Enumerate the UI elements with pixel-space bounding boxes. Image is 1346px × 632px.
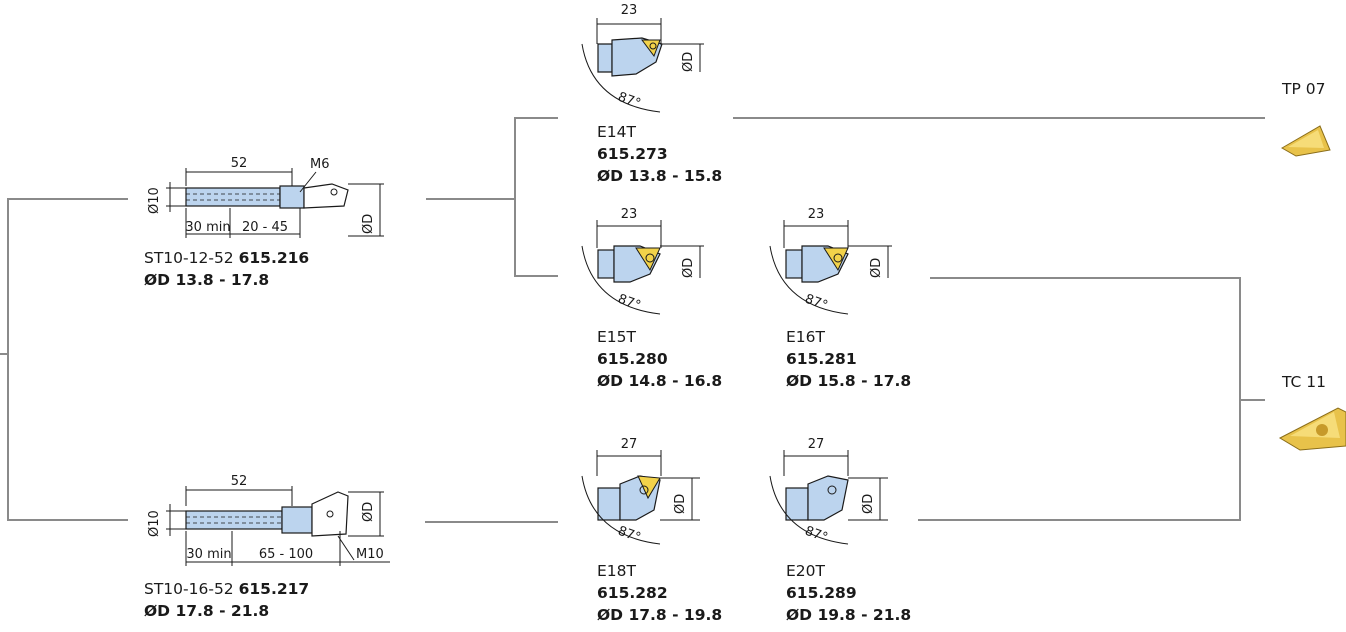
head-drawing-e15t: 23 87° ØD: [581, 207, 704, 315]
head-model: E15T: [597, 328, 636, 346]
holder-label-st10-16-52: ST10-16-52 615.217 ØD 17.8 - 21.8: [144, 578, 309, 622]
head-range: ØD 15.8 - 17.8: [786, 372, 912, 390]
dim-thread: M10: [356, 547, 384, 562]
insert-tp07-icon: [1280, 125, 1331, 157]
head-model: E20T: [786, 562, 825, 580]
holder-label-st10-12-52: ST10-12-52 615.216 ØD 13.8 - 17.8: [144, 247, 309, 291]
head-model: E18T: [597, 562, 636, 580]
head-code: 615.273: [597, 145, 668, 163]
dim-width: 27: [808, 437, 825, 452]
dim-diameter: ØD: [673, 494, 688, 514]
holder-drawing-st10-16-52: 52 Ø10 30 min 65 - 100 M10 ØD: [147, 474, 390, 566]
head-code: 615.289: [786, 584, 857, 602]
head-code: 615.280: [597, 350, 668, 368]
dim-diameter: ØD: [681, 52, 696, 72]
head-label-e14t: E14T 615.273 ØD 13.8 - 15.8: [597, 121, 722, 187]
holder-code: 615.216: [238, 249, 310, 267]
insert-label-tp07: TP 07: [1282, 80, 1326, 98]
dim-adjust: 20 - 45: [242, 220, 288, 235]
head-label-e20t: E20T 615.289 ØD 19.8 - 21.8: [786, 560, 911, 626]
insert-tc11-icon: [1278, 407, 1346, 451]
holder-code: 615.217: [238, 580, 310, 598]
connector-lines: [0, 117, 1265, 523]
head-drawing-e20t: 27 87° ØD: [769, 437, 888, 546]
head-label-e18t: E18T 615.282 ØD 17.8 - 19.8: [597, 560, 722, 626]
dim-width: 23: [808, 207, 825, 222]
dim-adjust: 65 - 100: [259, 547, 313, 562]
holder-range: ØD 13.8 - 17.8: [144, 271, 270, 289]
head-drawing-e18t: 27 87° ØD: [581, 437, 700, 546]
head-label-e16t: E16T 615.281 ØD 15.8 - 17.8: [786, 326, 911, 392]
head-range: ØD 13.8 - 15.8: [597, 167, 723, 185]
head-code: 615.282: [597, 584, 668, 602]
dim-angle: 87°: [616, 524, 643, 546]
head-range: ØD 19.8 - 21.8: [786, 606, 912, 624]
holder-model: ST10-12-52: [144, 249, 234, 267]
dim-width: 23: [621, 3, 638, 18]
dim-thread: M6: [310, 157, 330, 172]
dim-shank: Ø10: [147, 187, 162, 214]
dim-diameter: ØD: [361, 214, 376, 234]
dim-length: 52: [231, 474, 248, 489]
dim-min: 30 min: [186, 547, 231, 562]
dim-min: 30 min: [185, 220, 230, 235]
dim-diameter: ØD: [361, 502, 376, 522]
dim-diameter: ØD: [869, 258, 884, 278]
dim-width: 27: [621, 437, 638, 452]
insert-label-tc11: TC 11: [1282, 373, 1327, 391]
head-drawing-e16t: 23 87° ØD: [769, 207, 892, 315]
head-range: ØD 17.8 - 19.8: [597, 606, 723, 624]
head-label-e15t: E15T 615.280 ØD 14.8 - 16.8: [597, 326, 722, 392]
dim-shank: Ø10: [147, 510, 162, 537]
head-model: E14T: [597, 123, 636, 141]
dim-angle: 87°: [803, 292, 830, 314]
holder-range: ØD 17.8 - 21.8: [144, 602, 270, 620]
dim-diameter: ØD: [861, 494, 876, 514]
head-drawing-e14t: 23 87° ØD: [581, 3, 704, 113]
dim-angle: 87°: [616, 90, 643, 112]
head-range: ØD 14.8 - 16.8: [597, 372, 723, 390]
dim-diameter: ØD: [681, 258, 696, 278]
head-code: 615.281: [786, 350, 857, 368]
dim-width: 23: [621, 207, 638, 222]
holder-model: ST10-16-52: [144, 580, 234, 598]
dim-angle: 87°: [803, 524, 830, 546]
head-model: E16T: [786, 328, 825, 346]
holder-drawing-st10-12-52: 52 M6 Ø10 30 min 20 - 45 ØD: [147, 156, 384, 238]
dim-length: 52: [231, 156, 248, 171]
dim-angle: 87°: [616, 292, 643, 314]
